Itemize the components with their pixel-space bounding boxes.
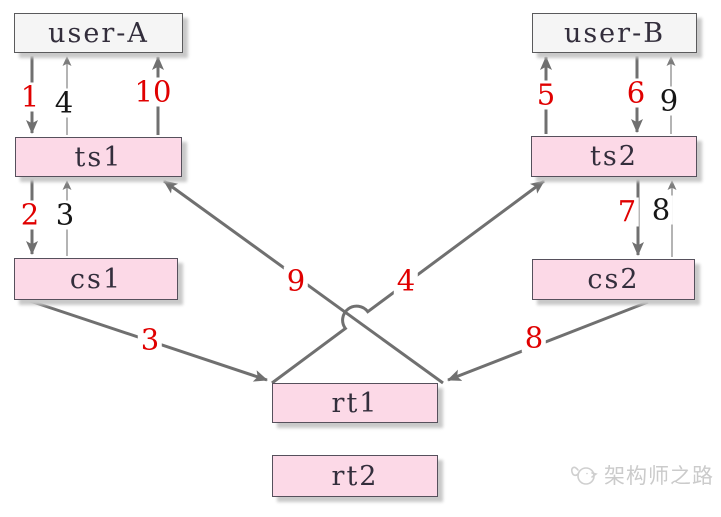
step-label-5: 5 — [533, 80, 559, 110]
step-label-10: 10 — [131, 77, 175, 107]
node-user-a: user-A — [14, 13, 183, 53]
step-label-6: 6 — [623, 78, 649, 108]
node-user-a-label: user-A — [48, 17, 149, 49]
node-user-b: user-B — [532, 13, 697, 53]
node-user-b-label: user-B — [563, 17, 666, 49]
node-rt2: rt2 — [272, 455, 438, 497]
step-label-1: 1 — [17, 82, 43, 112]
step-label-4-black: 4 — [51, 88, 77, 118]
watermark-text: 架构师之路 — [604, 464, 714, 488]
node-ts1: ts1 — [15, 137, 182, 177]
node-cs1: cs1 — [14, 258, 178, 300]
step-label-8-black: 8 — [648, 195, 674, 225]
node-rt1-label: rt1 — [331, 387, 379, 419]
node-cs2: cs2 — [532, 259, 695, 300]
step-label-9-red: 9 — [283, 266, 309, 296]
step-label-9-black: 9 — [656, 86, 682, 116]
step-label-2: 2 — [17, 200, 43, 230]
node-rt1: rt1 — [272, 383, 438, 423]
node-cs2-label: cs2 — [587, 264, 640, 295]
arrow-cs2-to-rt1 — [447, 300, 649, 382]
step-label-8-red: 8 — [521, 323, 547, 353]
step-label-3-red: 3 — [137, 325, 163, 355]
node-rt2-label: rt2 — [331, 460, 379, 492]
watermark: 架构师之路 — [570, 460, 714, 490]
step-label-4-red: 4 — [393, 266, 419, 296]
step-label-7: 7 — [614, 197, 640, 227]
arrow-rt1-to-ts2 — [271, 179, 545, 385]
node-ts2-label: ts2 — [590, 141, 638, 172]
node-cs1-label: cs1 — [69, 263, 123, 295]
node-ts2: ts2 — [531, 136, 697, 177]
step-label-3-black: 3 — [52, 200, 78, 230]
node-ts1-label: ts1 — [74, 141, 123, 173]
bird-logo-icon — [571, 466, 598, 485]
